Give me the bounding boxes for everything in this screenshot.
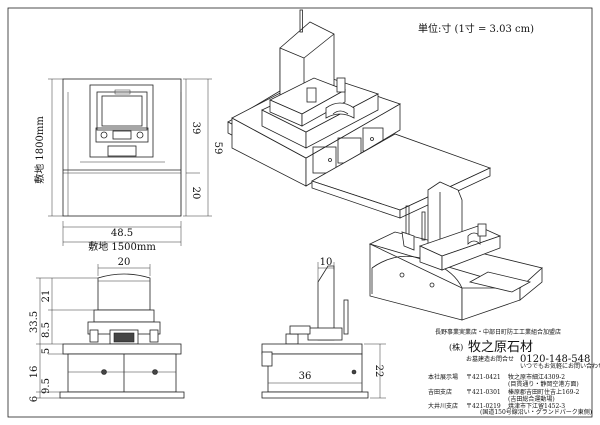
site-width-label: 敷地 1500mm <box>88 240 156 253</box>
isometric-view-main <box>227 9 492 219</box>
elevation-h-3: 5 <box>41 348 52 354</box>
company-info: 長野事業実業店・中部日町防工工業組合加盟店 (株) 牧之原石材 お墓建造お問合せ… <box>428 328 600 416</box>
branch-0-name: 本社展示場 <box>428 373 458 381</box>
upper-height-dim: 39 <box>190 122 201 135</box>
elevation-top-width: 20 <box>118 257 131 268</box>
branch-0-postal: 〒421-0421 <box>466 374 501 381</box>
side-depth-dim: 36 <box>299 371 312 382</box>
branch-2-name: 大井川支店 <box>428 402 458 410</box>
elevation-h-5: 9.5 <box>41 378 52 394</box>
side-height-dim: 22 <box>373 365 384 378</box>
unit-label: 単位:寸 (1寸 = 3.03 cm) <box>418 22 534 35</box>
company-tagline: 長野事業実業店・中部日町防工工業組合加盟店 <box>435 328 561 336</box>
side-top-width: 10 <box>320 257 333 268</box>
side-view: 10 36 22 <box>261 257 386 399</box>
branch-2-address: 焼津市下江留1452-3 <box>508 402 565 410</box>
phone-note: いつでもお気軽にお問い合わせください <box>520 362 600 370</box>
elevation-h-0: 33.5 <box>29 311 40 333</box>
branch-1-postal: 〒421-0301 <box>466 389 501 396</box>
branch-2-postal: 〒421-0219 <box>466 403 501 410</box>
company-name: 牧之原石材 <box>468 340 533 355</box>
front-width-dim: 48.5 <box>111 228 133 239</box>
phone-number: 0120-148-548 <box>520 354 590 365</box>
isometric-view-rear <box>368 181 543 321</box>
elevation-h-2: 8.5 <box>41 322 52 338</box>
total-height-dim: 59 <box>212 142 223 155</box>
site-depth-label: 敷地 1800mm <box>33 116 46 184</box>
front-elevation: 20 33.5 21 8.5 5 16 9.5 6 <box>29 257 185 402</box>
phone-label: お墓建造お問合せ <box>466 355 514 363</box>
branch-1-address: 榛原郡吉田町住吉上169-2 <box>508 388 579 396</box>
elevation-h-4: 16 <box>29 366 40 379</box>
sheet-frame <box>7 7 593 418</box>
branch-1-note: (吉田総合運動場) <box>508 395 555 403</box>
elevation-h-1: 21 <box>41 290 52 303</box>
lower-height-dim: 20 <box>190 187 201 200</box>
branch-0-note: (目貫通り・静岡空港方面) <box>508 380 579 388</box>
elevation-h-6: 6 <box>29 396 40 402</box>
site-outline <box>62 78 182 217</box>
branch-0-address: 牧之原市細江4309-2 <box>508 373 565 381</box>
branch-2-note: (国道150号線沿い・グランドパーク東側) <box>480 408 592 416</box>
branch-1-name: 吉田支店 <box>428 388 452 396</box>
front-view: 敷地 1800mm 48.5 敷地 1500mm 39 20 59 <box>33 78 223 253</box>
front-monument-outline <box>89 84 154 158</box>
company-brand-prefix: (株) <box>449 342 463 352</box>
